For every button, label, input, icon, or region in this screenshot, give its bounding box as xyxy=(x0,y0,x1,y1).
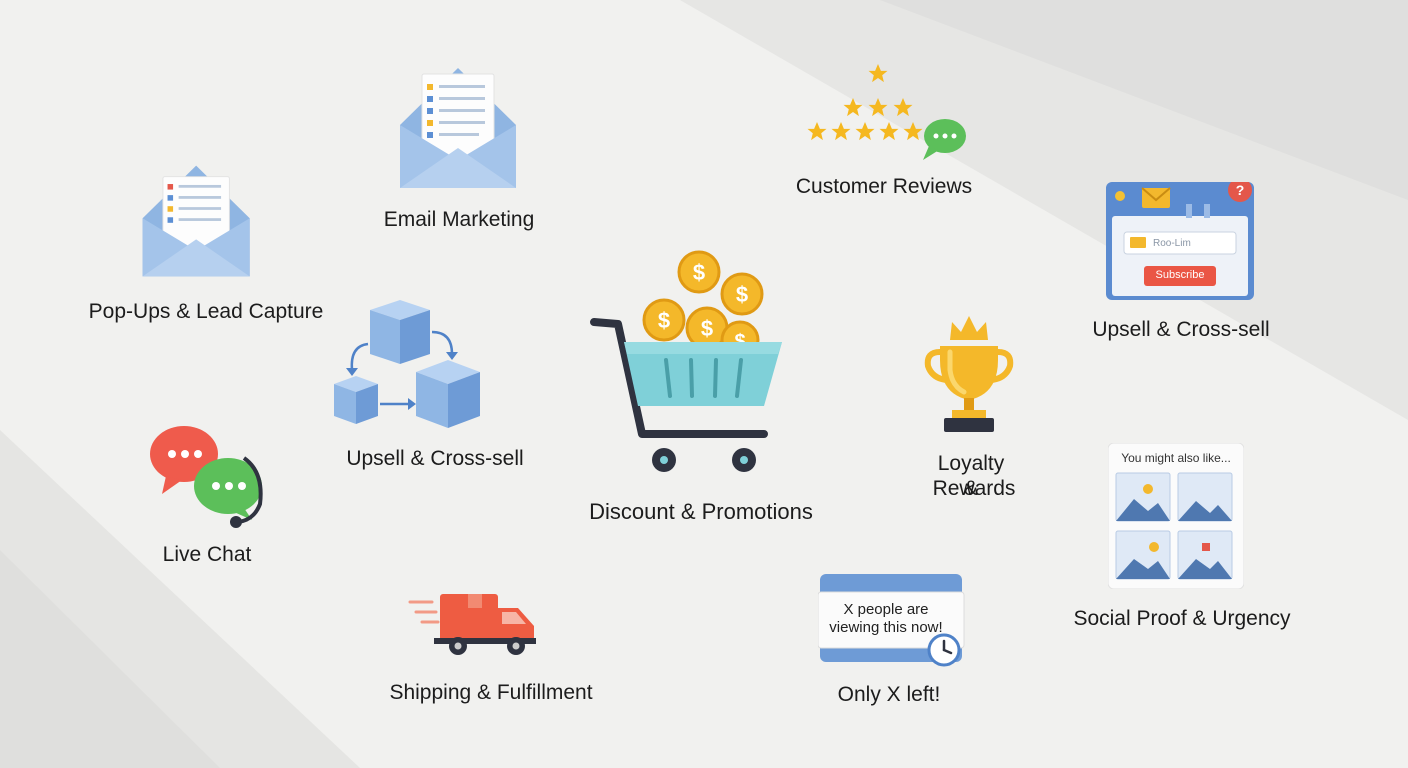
upsell-boxes-label: Upsell & Cross-sell xyxy=(346,447,524,470)
loyalty-label-line1: Loyalty & xyxy=(937,452,1005,500)
popup-window-icon: ? Roo-Lim Subscribe xyxy=(1106,182,1254,300)
stars-speech-bubble-icon xyxy=(807,64,966,160)
chat-bubbles-icon xyxy=(150,426,263,528)
shopping-cart-coins-icon: $ $ $ $ $ xyxy=(590,250,782,472)
popup-subscribe-button[interactable]: Subscribe xyxy=(1155,269,1205,281)
envelope-letter-icon xyxy=(142,165,250,277)
trophy-crown-icon xyxy=(924,316,1014,432)
upsell-popup-label: Upsell & Cross-sell xyxy=(1092,318,1270,341)
delivery-truck-icon xyxy=(408,594,536,655)
social-proof-label: Social Proof & Urgency xyxy=(1073,607,1291,630)
urgency-label: Only X left! xyxy=(837,683,941,706)
urgency-card-line1: X people are xyxy=(843,601,929,618)
customer-reviews-label: Customer Reviews xyxy=(795,175,973,198)
popup-email-input[interactable]: Roo-Lim xyxy=(1153,238,1191,249)
svg-text:$: $ xyxy=(693,260,705,285)
discounts-label: Discount & Promotions xyxy=(589,499,813,524)
social-proof-card-heading: You might also like... xyxy=(1121,451,1231,465)
live-chat-label: Live Chat xyxy=(162,543,252,566)
email-marketing-label: Email Marketing xyxy=(383,208,535,231)
product-grid-icon: You might also like... xyxy=(1108,443,1244,589)
shipping-label: Shipping & Fulfillment xyxy=(389,681,593,704)
svg-text:$: $ xyxy=(701,316,713,341)
boxes-arrows-icon xyxy=(334,300,480,428)
popups-label: Pop-Ups & Lead Capture xyxy=(88,300,324,323)
envelope-letter-icon xyxy=(400,68,516,188)
urgency-card-line2: viewing this now! xyxy=(829,619,943,636)
notification-clock-icon: X people are viewing this now! xyxy=(818,574,966,668)
svg-text:?: ? xyxy=(1236,182,1245,198)
svg-text:$: $ xyxy=(658,308,670,333)
loyalty-label-line2: Rewards xyxy=(932,477,1016,500)
svg-text:$: $ xyxy=(736,282,748,307)
